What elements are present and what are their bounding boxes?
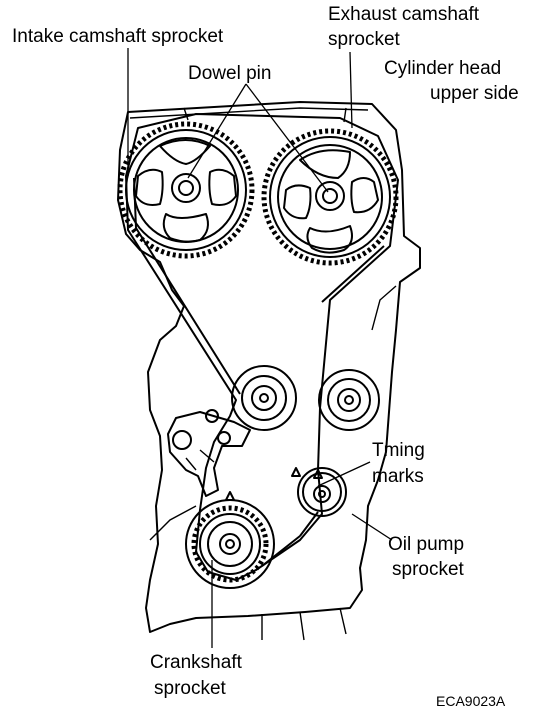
- label-dowel-pin: Dowel pin: [188, 63, 271, 84]
- label-crankshaft-sprocket-2: sprocket: [154, 678, 227, 699]
- timing-belt-inner: [133, 177, 385, 567]
- idler-pulley: [231, 365, 297, 431]
- exhaust-camshaft-sprocket: [261, 128, 399, 266]
- timing-belt: [125, 113, 399, 581]
- label-timing-marks-2: marks: [372, 466, 424, 487]
- timing-mark-triangle: [291, 467, 301, 477]
- label-intake-camshaft-sprocket: Intake camshaft sprocket: [12, 26, 224, 47]
- label-oil-pump-sprocket-2: sprocket: [392, 559, 465, 580]
- label-timing-marks-1: Tming: [372, 440, 425, 461]
- tensioner-pulley: [318, 369, 380, 431]
- figure-code: ECA9023A: [436, 693, 506, 709]
- engine-block-outline: [117, 101, 421, 641]
- oil-pump-sprocket: [297, 467, 347, 517]
- label-oil-pump-sprocket-1: Oil pump: [388, 534, 464, 555]
- label-cylinder-head-2: upper side: [430, 83, 519, 104]
- label-exhaust-camshaft-sprocket-1: Exhaust camshaft: [328, 4, 480, 25]
- label-cylinder-head-1: Cylinder head: [384, 58, 501, 79]
- label-crankshaft-sprocket-1: Crankshaft: [150, 652, 243, 673]
- label-exhaust-camshaft-sprocket-2: sprocket: [328, 29, 401, 50]
- crankshaft-sprocket: [185, 491, 275, 589]
- tensioner-bracket: [167, 409, 251, 497]
- intake-camshaft-sprocket: [117, 121, 255, 259]
- leader-lines: [127, 48, 393, 648]
